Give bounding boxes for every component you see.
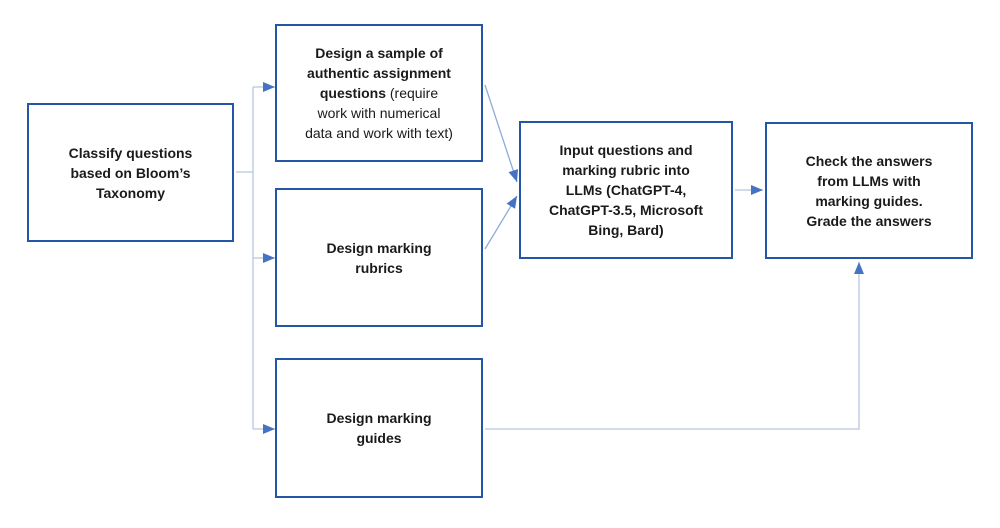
node-label-line: marking rubric into bbox=[562, 162, 690, 178]
node-label-line: Bing, Bard) bbox=[588, 222, 664, 238]
node-design-sample-questions: Design a sample of authentic assignment … bbox=[275, 24, 483, 162]
node-design-marking-rubrics: Design marking rubrics bbox=[275, 188, 483, 327]
node-label-line: Classify questions bbox=[68, 144, 193, 161]
node-label-line: marking guides. bbox=[815, 192, 923, 209]
node-check-and-grade-answers: Check the answers from LLMs with marking… bbox=[765, 122, 973, 259]
node-label-line: Design a sample of bbox=[315, 45, 443, 61]
node-label-line: Taxonomy bbox=[96, 184, 165, 201]
node-label-line: ChatGPT-3.5, Microsoft bbox=[548, 202, 704, 218]
node-label-line: authentic assignment bbox=[307, 65, 451, 81]
node-label-line: rubrics bbox=[355, 259, 403, 276]
arrow-rubrics-to-input bbox=[484, 195, 518, 250]
node-label-line: Input questions and bbox=[559, 142, 693, 158]
node-label-line: questions (require bbox=[320, 83, 438, 103]
node-label-line: based on Bloom’s bbox=[70, 164, 191, 181]
arrow-sample-to-input bbox=[484, 84, 518, 183]
node-label-line: data and work with text) bbox=[305, 125, 453, 141]
node-label-line: Check the answers bbox=[805, 152, 933, 169]
node-classify-questions: Classify questions based on Bloom’s Taxo… bbox=[27, 103, 234, 242]
node-label-line: Grade the answers bbox=[806, 212, 932, 229]
node-design-marking-guides: Design marking guides bbox=[275, 358, 483, 498]
node-label-line: Design marking bbox=[326, 239, 432, 256]
arrow-guides-to-check bbox=[485, 262, 864, 430]
node-label-line: from LLMs with bbox=[817, 172, 921, 189]
node-input-to-llms: Input questions and marking rubric into … bbox=[519, 121, 733, 259]
node-label-line: LLMs (ChatGPT-4, bbox=[565, 182, 687, 198]
node-label-bold-part: questions bbox=[319, 85, 386, 101]
node-label-line: Design marking bbox=[326, 410, 432, 426]
node-label-normal-part: (require bbox=[389, 85, 439, 101]
node-label-line: guides bbox=[356, 430, 402, 446]
node-label-line: work with numerical bbox=[317, 105, 441, 121]
